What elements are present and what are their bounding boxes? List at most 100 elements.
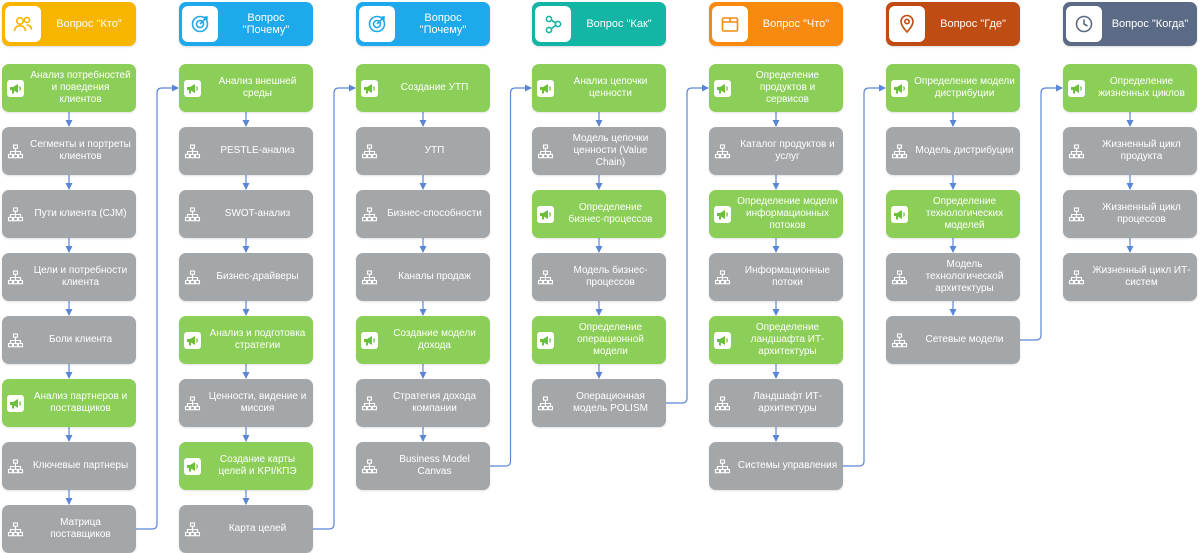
process-node[interactable]: Определение бизнес-процессов xyxy=(532,190,666,238)
megaphone-icon xyxy=(891,80,908,97)
process-node[interactable]: Определение технологических моделей xyxy=(886,190,1020,238)
process-node[interactable]: Анализ и подготовка стратегии xyxy=(179,316,313,364)
hierarchy-icon xyxy=(891,143,908,160)
node-label: Определение операционной модели xyxy=(577,322,644,357)
artifact-node[interactable]: Бизнес-драйверы xyxy=(179,253,313,301)
artifact-node[interactable]: Боли клиента xyxy=(2,316,136,364)
hierarchy-icon xyxy=(537,269,554,286)
node-label: Жизненный цикл продукта xyxy=(1102,139,1181,162)
megaphone-icon xyxy=(1068,80,1085,97)
process-node[interactable]: Анализ цепочки ценности xyxy=(532,64,666,112)
column-header-label: Вопрос "Где" xyxy=(940,18,1006,30)
artifact-node[interactable]: Бизнес-способности xyxy=(356,190,490,238)
hierarchy-icon xyxy=(7,332,24,349)
node-label: Матрица поставщиков xyxy=(50,517,111,540)
artifact-node[interactable]: Системы управления xyxy=(709,442,843,490)
artifact-node[interactable]: Жизненный цикл продукта xyxy=(1063,127,1197,175)
column-link-arrow xyxy=(136,84,179,530)
flow-icon xyxy=(535,6,571,42)
hierarchy-icon xyxy=(714,458,731,475)
node-label: Анализ потребностей и поведения клиентов xyxy=(30,70,131,105)
process-node[interactable]: Определение продуктов и сервисов xyxy=(709,64,843,112)
process-node[interactable]: Определение модели информационных потоко… xyxy=(709,190,843,238)
node-label: Ценности, видение и миссия xyxy=(208,391,307,414)
hierarchy-icon xyxy=(7,458,24,475)
process-node[interactable]: Создание карты целей и KPI/КПЭ xyxy=(179,442,313,490)
artifact-node[interactable]: PESTLE-анализ xyxy=(179,127,313,175)
node-label: Определение жизненных циклов xyxy=(1098,76,1185,99)
node-label: Операционная модель POLISM xyxy=(573,391,648,414)
artifact-node[interactable]: Жизненный цикл ИТ-систем xyxy=(1063,253,1197,301)
hierarchy-icon xyxy=(714,269,731,286)
artifact-node[interactable]: Цели и потребности клиента xyxy=(2,253,136,301)
column-header-label: Вопрос "Как" xyxy=(586,18,652,30)
process-node[interactable]: Анализ партнеров и поставщиков xyxy=(2,379,136,427)
node-label: Информационные потоки xyxy=(744,265,831,288)
megaphone-icon xyxy=(184,332,201,349)
artifact-node[interactable]: Жизненный цикл процессов xyxy=(1063,190,1197,238)
megaphone-icon xyxy=(361,332,378,349)
artifact-node[interactable]: Карта целей xyxy=(179,505,313,553)
artifact-node[interactable]: SWOT-анализ xyxy=(179,190,313,238)
artifact-node[interactable]: Пути клиента (CJM) xyxy=(2,190,136,238)
artifact-node[interactable]: Сегменты и портреты клиентов xyxy=(2,127,136,175)
hierarchy-icon xyxy=(7,206,24,223)
node-label: Бизнес-драйверы xyxy=(216,271,299,282)
artifact-node[interactable]: Каталог продуктов и услуг xyxy=(709,127,843,175)
node-label: Каналы продаж xyxy=(398,271,471,282)
artifact-node[interactable]: УТП xyxy=(356,127,490,175)
artifact-node[interactable]: Каналы продаж xyxy=(356,253,490,301)
node-label: Модель бизнес-процессов xyxy=(573,265,648,288)
megaphone-icon xyxy=(361,80,378,97)
megaphone-icon xyxy=(714,332,731,349)
node-label: Модель дистрибуции xyxy=(915,145,1014,156)
artifact-node[interactable]: Информационные потоки xyxy=(709,253,843,301)
process-node[interactable]: Анализ потребностей и поведения клиентов xyxy=(2,64,136,112)
artifact-node[interactable]: Операционная модель POLISM xyxy=(532,379,666,427)
artifact-node[interactable]: Ключевые партнеры xyxy=(2,442,136,490)
hierarchy-icon xyxy=(1068,206,1085,223)
hierarchy-icon xyxy=(714,395,731,412)
artifact-node[interactable]: Ландшафт ИТ-архитектуры xyxy=(709,379,843,427)
node-label: Определение модели информационных потоко… xyxy=(737,196,838,231)
artifact-node[interactable]: Сетевые модели xyxy=(886,316,1020,364)
artifact-node[interactable]: Модель дистрибуции xyxy=(886,127,1020,175)
target-icon xyxy=(182,6,218,42)
column-link-arrow xyxy=(843,84,886,467)
box-icon xyxy=(712,6,748,42)
hierarchy-icon xyxy=(184,521,201,538)
megaphone-icon xyxy=(714,80,731,97)
node-label: Стратегия дохода компании xyxy=(392,391,477,414)
column-link-arrow xyxy=(1020,84,1063,341)
process-node[interactable]: Создание УТП xyxy=(356,64,490,112)
artifact-node[interactable]: Стратегия дохода компании xyxy=(356,379,490,427)
node-label: Создание УТП xyxy=(400,82,469,93)
process-node[interactable]: Определение модели дистрибуции xyxy=(886,64,1020,112)
hierarchy-icon xyxy=(361,269,378,286)
column-header-label: Вопрос "Почему" xyxy=(242,12,290,36)
megaphone-icon xyxy=(537,332,554,349)
hierarchy-icon xyxy=(7,269,24,286)
node-label: Анализ партнеров и поставщиков xyxy=(33,391,128,414)
megaphone-icon xyxy=(184,80,201,97)
artifact-node[interactable]: Модель бизнес-процессов xyxy=(532,253,666,301)
artifact-node[interactable]: Business Model Canvas xyxy=(356,442,490,490)
artifact-node[interactable]: Матрица поставщиков xyxy=(2,505,136,553)
process-node[interactable]: Создание модели дохода xyxy=(356,316,490,364)
node-label: Модель цепочки ценности (Value Chain) xyxy=(572,133,649,168)
node-label: Сетевые модели xyxy=(925,334,1004,345)
node-label: Анализ цепочки ценности xyxy=(573,76,648,99)
artifact-node[interactable]: Модель цепочки ценности (Value Chain) xyxy=(532,127,666,175)
artifact-node[interactable]: Модель технологической архитектуры xyxy=(886,253,1020,301)
hierarchy-icon xyxy=(537,143,554,160)
artifact-node[interactable]: Ценности, видение и миссия xyxy=(179,379,313,427)
process-node[interactable]: Определение жизненных циклов xyxy=(1063,64,1197,112)
process-node[interactable]: Определение операционной модели xyxy=(532,316,666,364)
process-node[interactable]: Определение ландшафта ИТ-архитектуры xyxy=(709,316,843,364)
node-label: Карта целей xyxy=(228,523,287,534)
node-label: Ключевые партнеры xyxy=(32,460,129,471)
node-label: PESTLE-анализ xyxy=(220,145,295,156)
node-label: Цели и потребности клиента xyxy=(33,265,128,288)
process-node[interactable]: Анализ внешней среды xyxy=(179,64,313,112)
column-header-label: Вопрос "Почему" xyxy=(419,12,467,36)
